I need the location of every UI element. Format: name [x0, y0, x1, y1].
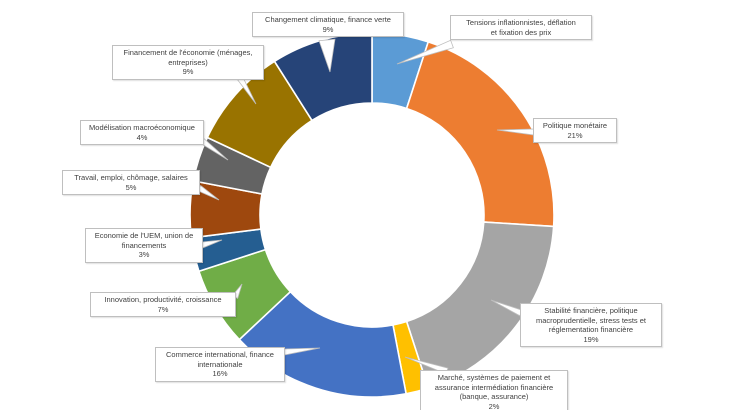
wedge-politique-monetaire	[405, 40, 555, 228]
callout-pointer-changement-climatique	[318, 38, 336, 73]
callout-pointer-tensions-inflationnistes	[396, 39, 454, 65]
